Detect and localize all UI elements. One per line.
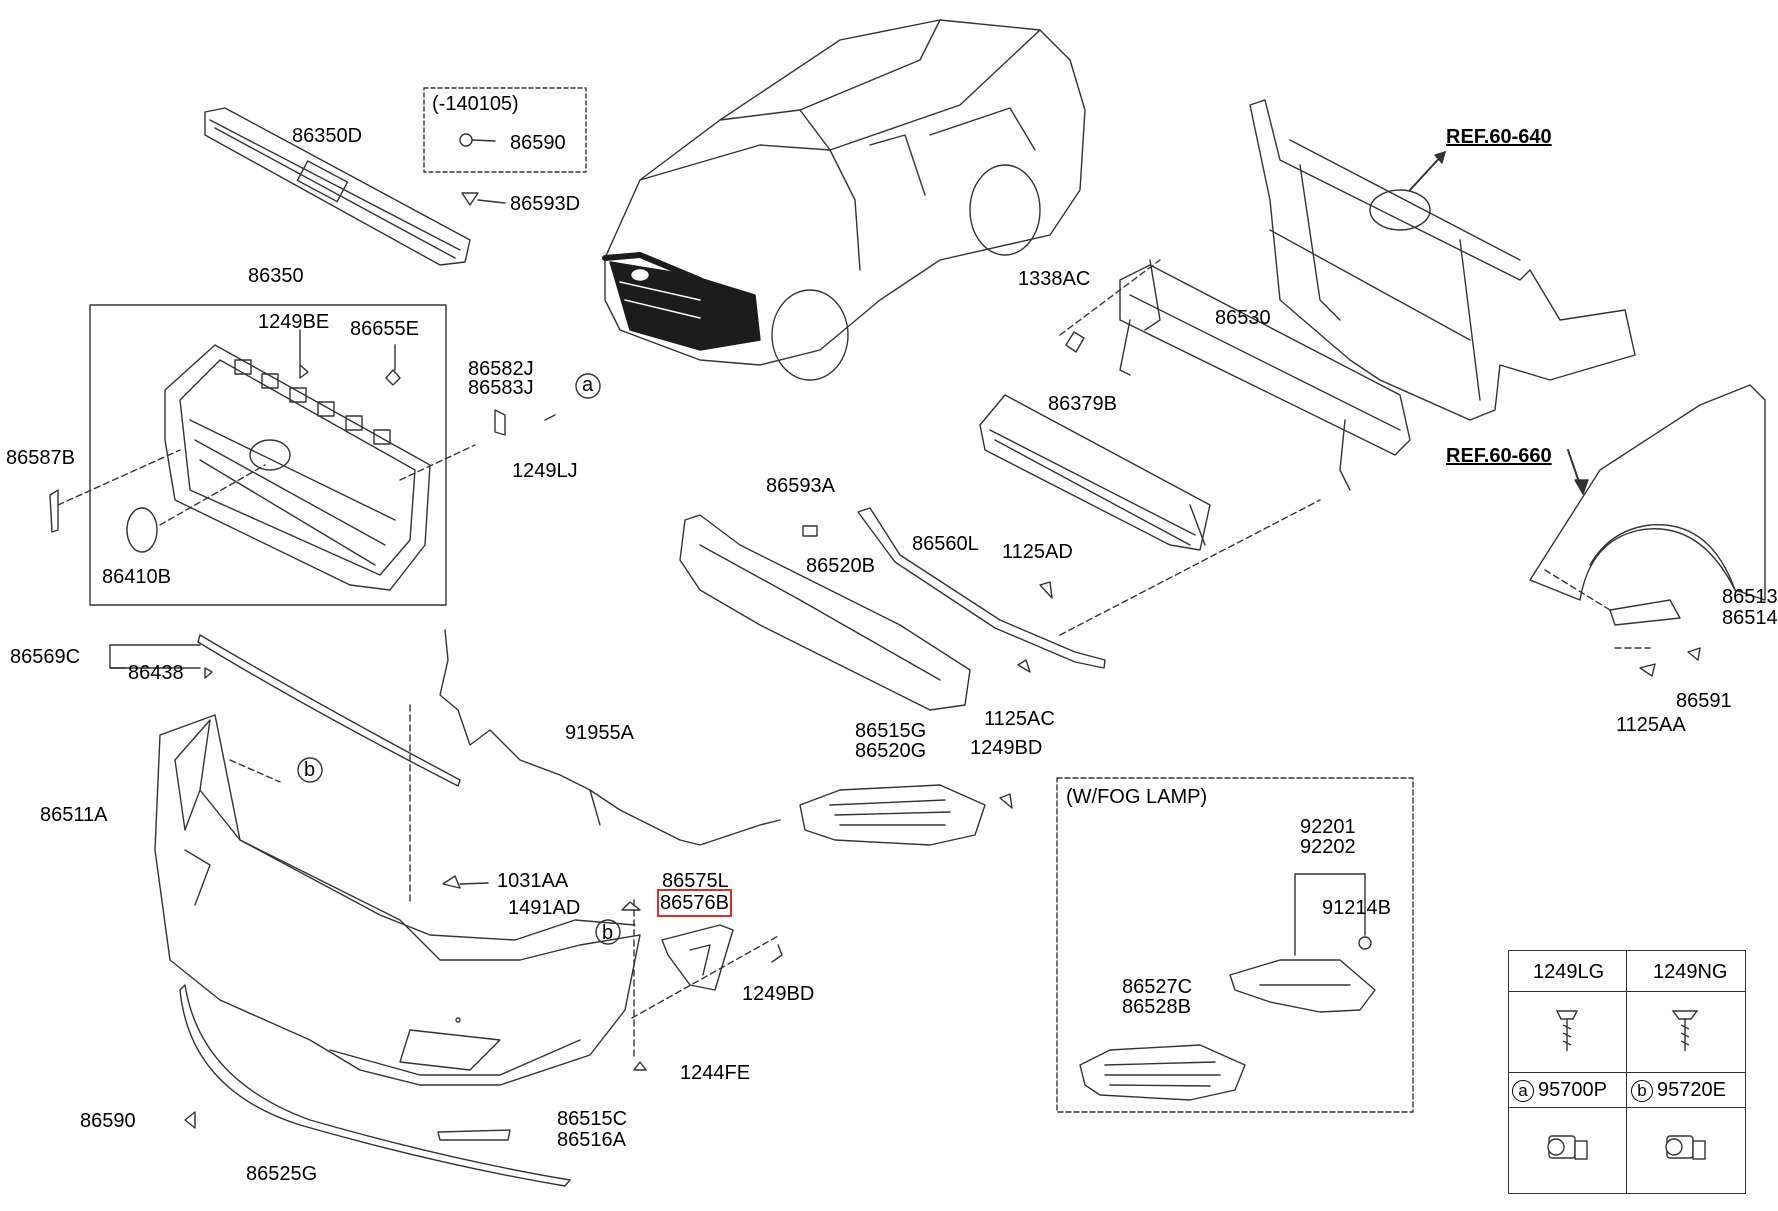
label-86513: 86513 — [1722, 586, 1778, 608]
label-1125AD: 1125AD — [1002, 541, 1073, 563]
fender — [1529, 384, 1766, 601]
label-range-140105: (-140105) — [432, 93, 519, 115]
bumper-beam — [1119, 264, 1411, 456]
fog-lamp-box — [1056, 777, 1414, 1113]
screw-icon — [1671, 1010, 1699, 1051]
label-86569C: 86569C — [10, 646, 81, 668]
label-86590-top: 86590 — [510, 132, 566, 154]
label-86593D: 86593D — [510, 193, 581, 215]
legend-icons — [1547, 1010, 1706, 1160]
label-86525G: 86525G — [246, 1163, 318, 1185]
label-86527C: 86527C — [1122, 976, 1193, 998]
ref-60-640: REF.60-640 — [1446, 126, 1552, 148]
label-1249BE: 1249BE — [258, 311, 330, 333]
label-86587B: 86587B — [6, 447, 75, 469]
legend-row-line — [1509, 991, 1745, 992]
circle-b-top-label: b — [304, 759, 316, 781]
legend-row-line — [1509, 1072, 1745, 1073]
circle-b-mid-label: b — [602, 922, 614, 944]
label-1249BD-lower: 1249BD — [742, 983, 815, 1005]
label-86379B: 86379B — [1048, 393, 1117, 415]
fog-lamp — [1229, 959, 1376, 1013]
dashed-box-140105 — [423, 87, 587, 173]
legend-95700P: 95700P — [1538, 1079, 1607, 1101]
legend-a-mark: a — [1512, 1079, 1534, 1102]
label-92201: 92201 — [1300, 816, 1356, 838]
legend-b-mark: b — [1631, 1079, 1653, 1102]
label-91955A: 91955A — [565, 722, 634, 744]
label-86350: 86350 — [248, 265, 304, 287]
label-86593A: 86593A — [766, 475, 835, 497]
label-86520G: 86520G — [855, 740, 927, 762]
label-1125AA: 1125AA — [1616, 714, 1686, 736]
legend-95720E: 95720E — [1657, 1079, 1726, 1101]
bumper-cover — [154, 714, 641, 1086]
label-86576B-highlighted: 86576B — [657, 889, 732, 917]
fog-bezel — [1079, 1044, 1246, 1101]
label-1125AC: 1125AC — [984, 708, 1055, 730]
label-1249BD-upper: 1249BD — [970, 737, 1043, 759]
ref-60-660: REF.60-660 — [1446, 445, 1552, 467]
grille-assembly-box — [89, 304, 447, 606]
label-91214B: 91214B — [1322, 897, 1391, 919]
label-86438: 86438 — [128, 662, 184, 684]
strip-86560L — [857, 507, 1106, 669]
front-grille — [164, 344, 431, 591]
label-86410B: 86410B — [102, 566, 171, 588]
legend-row-line — [1509, 1107, 1745, 1108]
label-1249LJ: 1249LJ — [512, 460, 578, 482]
label-92202: 92202 — [1300, 836, 1356, 858]
lower-lip — [179, 984, 571, 1187]
legend-1249NG: 1249NG — [1653, 961, 1728, 983]
label-86530: 86530 — [1215, 307, 1271, 329]
label-86655E: 86655E — [350, 318, 419, 340]
fog-cover — [799, 784, 986, 846]
label-86582J: 86582J — [468, 358, 534, 380]
screw-icon — [1555, 1010, 1579, 1051]
label-86516A: 86516A — [557, 1129, 626, 1151]
label-1491AD: 1491AD — [508, 897, 581, 919]
label-86514: 86514 — [1722, 607, 1778, 629]
label-86350D: 86350D — [292, 125, 363, 147]
vehicle-illustration — [602, 19, 1086, 381]
label-1338AC: 1338AC — [1018, 268, 1091, 290]
sensor-icon — [1665, 1135, 1706, 1160]
sensor-icon — [1547, 1135, 1588, 1160]
upper-grille-strip — [204, 107, 471, 266]
label-86575L: 86575L — [662, 870, 729, 892]
label-86515G: 86515G — [855, 720, 927, 742]
label-86591: 86591 — [1676, 690, 1732, 712]
wiring-harness — [439, 629, 781, 846]
label-86511A: 86511A — [40, 804, 108, 826]
legend-1249LG: 1249LG — [1533, 961, 1605, 983]
label-1031AA: 1031AA — [497, 870, 569, 892]
label-86520B: 86520B — [806, 555, 875, 577]
label-fog-lamp-title: (W/FOG LAMP) — [1066, 786, 1208, 808]
label-1244FE: 1244FE — [680, 1062, 751, 1084]
energy-absorber — [679, 514, 971, 711]
emblem-shape — [126, 507, 158, 553]
label-86560L: 86560L — [912, 533, 979, 555]
label-86515C: 86515C — [557, 1108, 628, 1130]
label-86583J: 86583J — [468, 377, 534, 399]
label-86528B: 86528B — [1122, 996, 1191, 1018]
label-86590-low: 86590 — [80, 1110, 136, 1132]
circle-a-label: a — [582, 374, 594, 396]
duct-86379B — [979, 394, 1211, 551]
radiator-support — [1249, 99, 1636, 421]
upper-bumper-trim — [197, 634, 461, 787]
bracket-86576B — [661, 924, 734, 991]
